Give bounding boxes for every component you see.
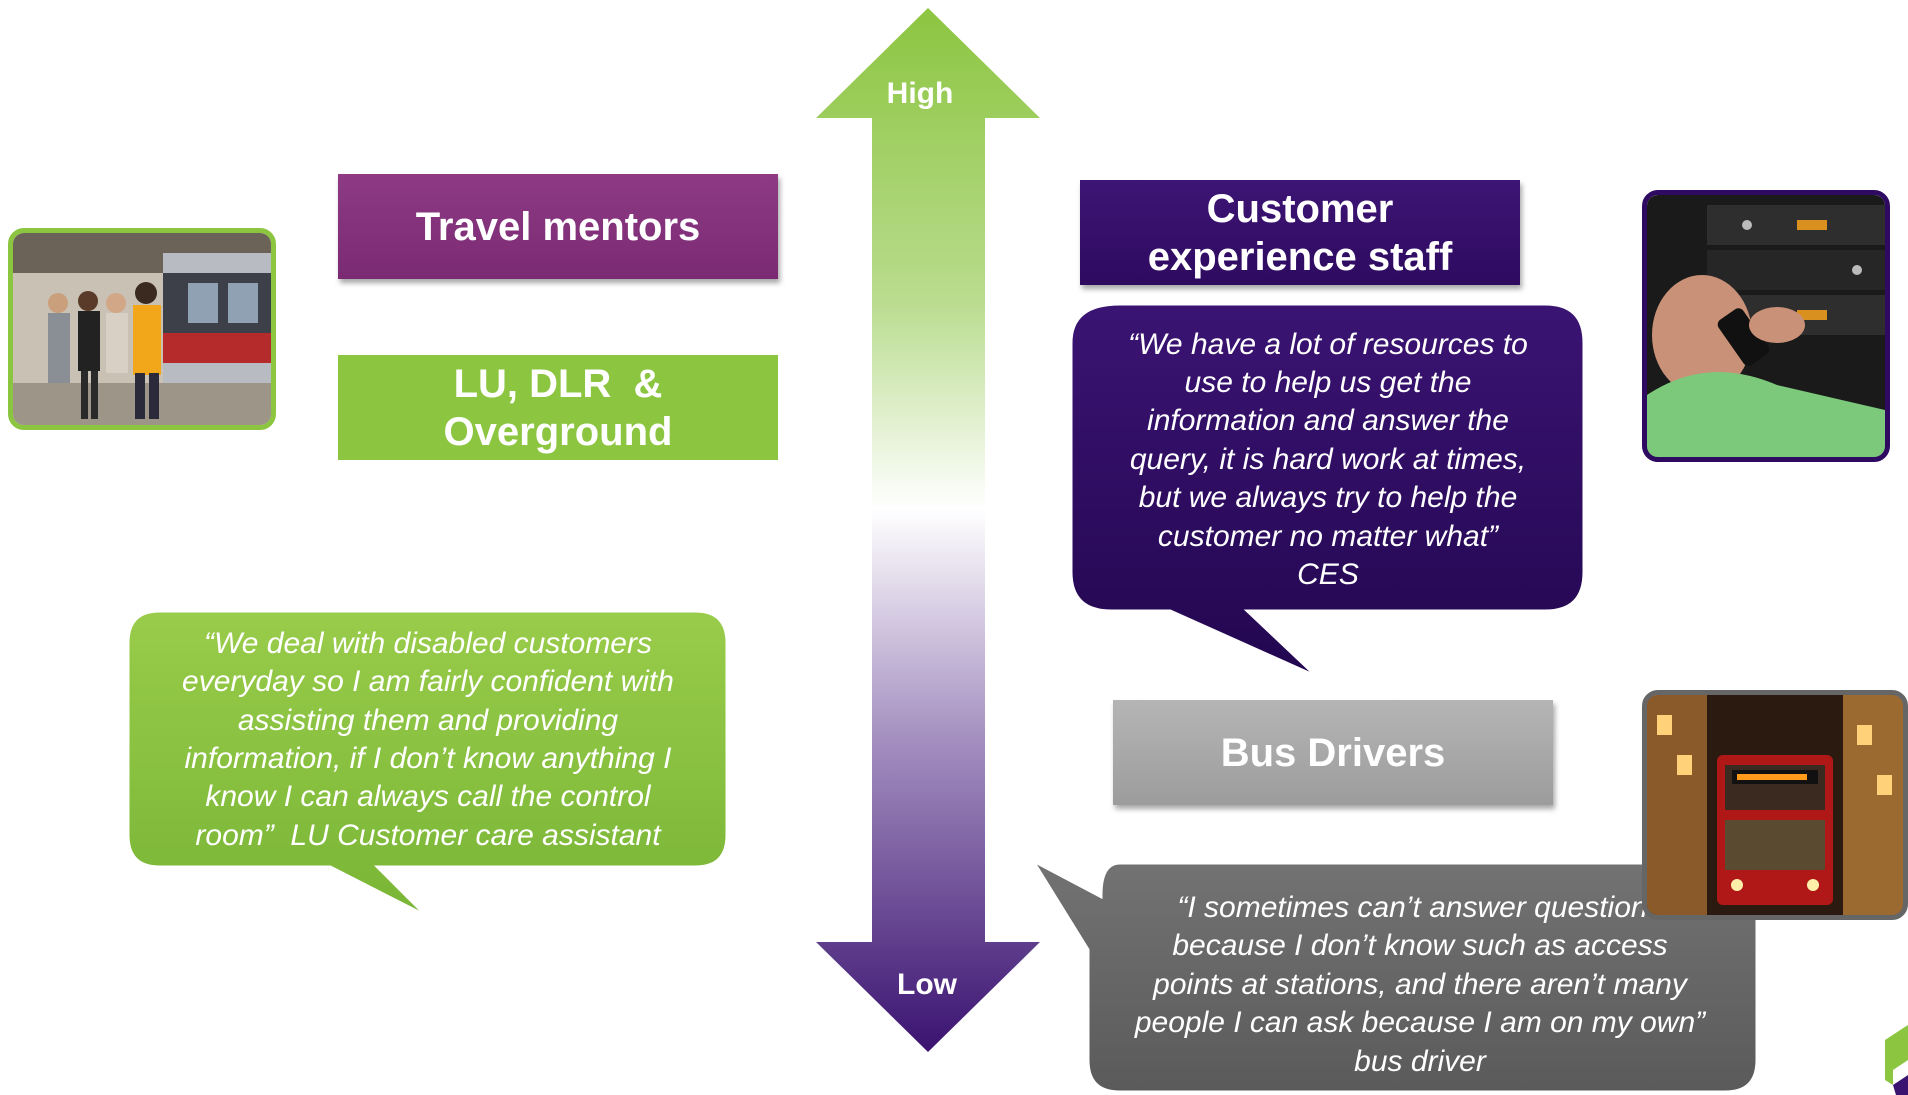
quote-line: bus driver (1354, 1044, 1486, 1078)
quote-line: information and answer the (1147, 404, 1509, 438)
quote-line: “We deal with disabled customers (204, 626, 652, 660)
lu-quote-text: “We deal with disabled customers everyda… (140, 622, 716, 858)
night-bus-photo (1642, 690, 1908, 920)
bus-drivers-label: Bus Drivers (1220, 730, 1446, 775)
quote-line: because I don’t know such as access (1172, 929, 1668, 963)
station-platform-photo (8, 228, 276, 430)
lu-quote-bubble (124, 607, 731, 923)
quote-line: “We have a lot of resources to (1128, 327, 1528, 361)
quote-line: query, it is hard work at times, (1129, 442, 1527, 476)
bus-drivers-box: Bus Drivers (1113, 700, 1553, 805)
ces-quote-text: “We have a lot of resources to use to he… (1078, 320, 1578, 600)
quote-line: information, if I don’t know anything I (184, 742, 672, 775)
lu-dlr-label-line2: Overground (443, 409, 673, 454)
quote-line: assisting them and providing (237, 703, 619, 737)
quote-line: points at stations, and there aren’t man… (1153, 967, 1687, 1001)
ces-quote-bubble (1067, 300, 1588, 683)
quote-line: room” LU Customer care assistant (195, 818, 661, 852)
ces-label-line1: Customer (1206, 186, 1394, 231)
ces-label-line2: experience staff (1147, 234, 1453, 279)
travel-mentors-box: Travel mentors (338, 174, 778, 279)
high-low-axis-arrow (816, 8, 1040, 1052)
quote-line: use to help us get the (1184, 366, 1472, 400)
control-room-radio-photo (1642, 190, 1890, 462)
lu-dlr-label-line1: LU, DLR & (453, 361, 663, 406)
quote-line: but we always try to help the (1138, 481, 1518, 515)
quote-line: “I sometimes can’t answer questions (1177, 891, 1663, 925)
customer-experience-staff-box: Customer experience staff (1080, 180, 1520, 285)
bus-quote-text: “I sometimes can’t answer questions beca… (1100, 880, 1740, 1090)
axis-low-label: Low (897, 968, 957, 1001)
quote-line: customer no matter what” (1157, 519, 1499, 553)
axis-high-label: High (886, 77, 954, 110)
quote-line: CES (1297, 557, 1359, 591)
corner-logo-icon (1885, 1025, 1908, 1095)
quote-line: know I can always call the control (205, 780, 651, 814)
lu-dlr-overground-box: LU, DLR & Overground (338, 355, 778, 460)
quote-line: everyday so I am fairly confident with (182, 665, 674, 699)
quote-line: people I can ask because I am on my own” (1134, 1006, 1706, 1040)
travel-mentors-label: Travel mentors (415, 204, 701, 249)
